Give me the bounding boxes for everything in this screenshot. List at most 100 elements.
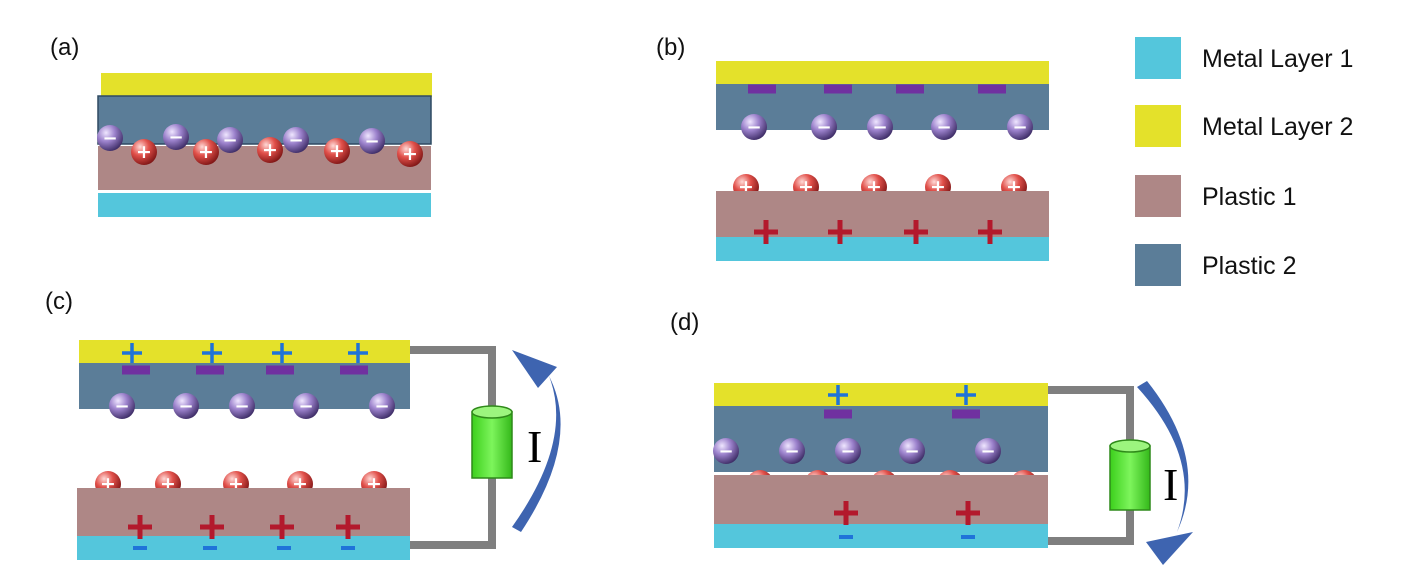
wire-top — [410, 346, 496, 412]
plastic-1-layer — [77, 488, 410, 536]
negative-ion-sphere — [1007, 114, 1033, 140]
minus-sign: − — [168, 127, 183, 148]
minus-sign: − — [840, 441, 855, 462]
minus-sign: − — [234, 396, 249, 417]
negative-charge: − — [713, 438, 739, 464]
negative-charge: − — [369, 393, 395, 419]
minus-sign: − — [904, 441, 919, 462]
plus-vertical — [209, 515, 215, 539]
induced-minus — [203, 546, 217, 550]
positive-charge: + — [397, 141, 423, 167]
positive-ion-sphere — [397, 141, 423, 167]
minus-sign: − — [178, 396, 193, 417]
legend-item: Plastic 1 — [1135, 175, 1296, 217]
negative-charge: − — [741, 114, 767, 140]
legend-swatch — [1135, 175, 1181, 217]
positive-charge: + — [257, 137, 283, 163]
negative-ion-sphere — [163, 124, 189, 150]
minus-sign: − — [816, 117, 831, 138]
negative-ion-sphere — [293, 393, 319, 419]
wire-bottom — [1048, 510, 1134, 545]
metal-layer-1 — [714, 524, 1048, 548]
surface-minus-bar — [952, 409, 980, 419]
positive-charge: + — [193, 139, 219, 165]
plus-sign: + — [329, 140, 345, 162]
negative-charge: − — [217, 127, 243, 153]
minus-sign: − — [374, 396, 389, 417]
plus-sign: + — [402, 143, 418, 165]
positive-ion-sphere — [131, 139, 157, 165]
negative-ion-sphere — [931, 114, 957, 140]
plus-vertical — [987, 220, 993, 244]
plus-vertical — [279, 515, 285, 539]
positive-ion-sphere — [257, 137, 283, 163]
negative-ion-sphere — [229, 393, 255, 419]
panel-b: (b)−−−−−+++++ — [656, 34, 1049, 261]
metal-layer-2 — [714, 383, 1048, 409]
positive-ion-sphere — [324, 138, 350, 164]
legend-label: Plastic 1 — [1202, 183, 1296, 211]
minus-sign: − — [364, 131, 379, 152]
negative-ion-sphere — [779, 438, 805, 464]
panel-c: (c)−−−−−+++++I — [45, 288, 561, 560]
wire-top — [1048, 386, 1134, 446]
panel-a: (a)−−−−−+++++ — [50, 34, 432, 217]
negative-charge: − — [835, 438, 861, 464]
plus-vertical — [836, 385, 840, 405]
legend-swatch — [1135, 105, 1181, 147]
negative-charge: − — [173, 393, 199, 419]
panel-label-c: (c) — [45, 288, 73, 315]
minus-sign: − — [288, 130, 303, 151]
minus-sign: − — [936, 117, 951, 138]
plus-vertical — [965, 501, 971, 525]
plus-symbol — [348, 343, 368, 363]
plastic-1-layer — [714, 475, 1048, 525]
minus-sign: − — [718, 441, 733, 462]
plus-vertical — [356, 343, 360, 363]
negative-charge: − — [1007, 114, 1033, 140]
current-label-c: I — [527, 421, 542, 472]
metal-layer-2 — [716, 61, 1049, 85]
plus-symbol — [202, 343, 222, 363]
positive-charge: + — [324, 138, 350, 164]
negative-ion-sphere — [811, 114, 837, 140]
negative-ion-sphere — [369, 393, 395, 419]
metal-layer-1 — [716, 237, 1049, 261]
arrow-head — [512, 350, 557, 388]
surface-minus-bar — [196, 365, 224, 375]
plus-vertical — [964, 385, 968, 405]
legend-item: Metal Layer 1 — [1135, 37, 1353, 79]
plus-symbol — [834, 501, 858, 525]
plus-vertical — [837, 220, 843, 244]
arrow-band — [512, 376, 561, 532]
negative-charge: − — [359, 128, 385, 154]
metal-layer-1 — [77, 536, 410, 560]
minus-sign: − — [872, 117, 887, 138]
load-body — [1109, 445, 1151, 511]
metal-layer-2 — [101, 73, 432, 97]
plus-sign: + — [262, 139, 278, 161]
plus-sign: + — [198, 141, 214, 163]
plus-symbol — [270, 515, 294, 539]
plus-symbol — [200, 515, 224, 539]
surface-minus-bar — [340, 365, 368, 375]
negative-charge: − — [293, 393, 319, 419]
induced-minus — [133, 546, 147, 550]
load-top — [471, 405, 513, 419]
minus-sign: − — [980, 441, 995, 462]
panel-label-b: (b) — [656, 34, 685, 61]
panel-label-a: (a) — [50, 34, 79, 61]
plus-symbol — [336, 515, 360, 539]
negative-charge: − — [779, 438, 805, 464]
induced-minus — [277, 546, 291, 550]
negative-charge: − — [163, 124, 189, 150]
load-top — [1109, 439, 1151, 453]
legend-item: Plastic 2 — [1135, 244, 1296, 286]
negative-ion-sphere — [835, 438, 861, 464]
plus-symbol — [956, 501, 980, 525]
panel-label-d: (d) — [670, 309, 699, 336]
negative-ion-sphere — [173, 393, 199, 419]
panel-d: (d)−−−−−+++++I — [670, 309, 1193, 565]
